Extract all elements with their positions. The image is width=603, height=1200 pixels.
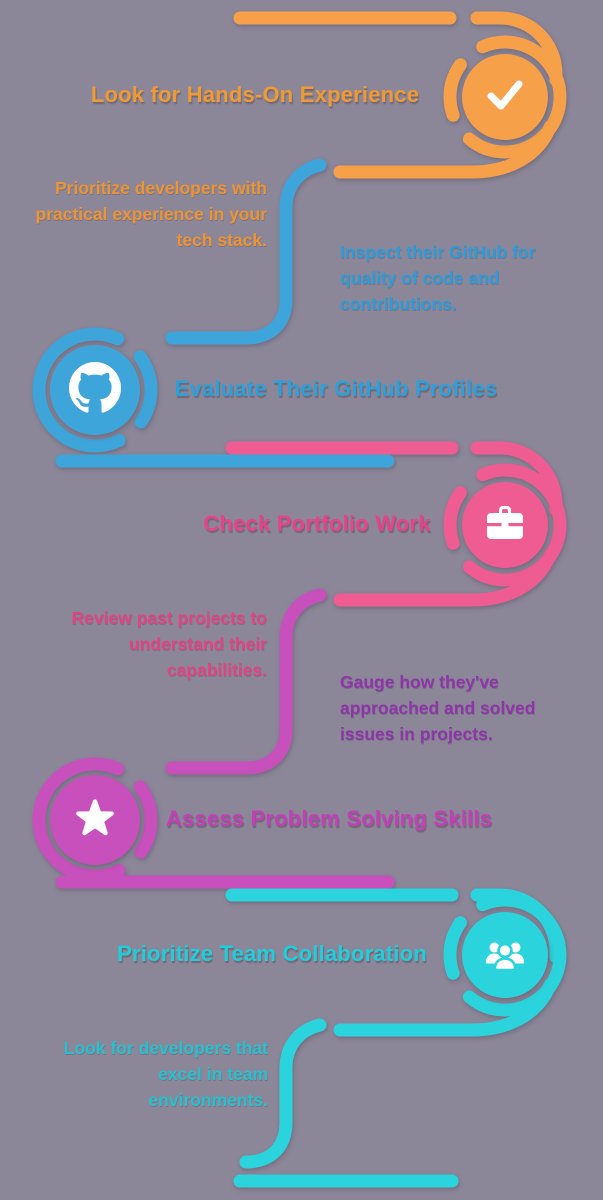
step-1-badge [462, 54, 548, 140]
step-4-badge [50, 775, 140, 865]
path-step-4 [32, 588, 395, 889]
step-1-description: Prioritize developers with practical exp… [35, 178, 268, 250]
step-4-description: Gauge how they've approached and solved … [340, 672, 536, 744]
step-2-description: Inspect their GitHub for quality of code… [340, 242, 536, 314]
step-5-badge [462, 912, 548, 998]
step-3-title: Check Portfolio Work [203, 511, 431, 536]
star-icon [70, 793, 120, 848]
people-icon [481, 929, 529, 982]
step-5-title: Prioritize Team Collaboration [117, 941, 427, 966]
step-2-title: Evaluate Their GitHub Profiles [174, 376, 498, 401]
check-icon [481, 71, 529, 124]
step-5-description: Look for developers that excel in team e… [63, 1038, 268, 1110]
path-step-5 [225, 888, 567, 1188]
path-step-3 [225, 441, 567, 607]
step-4-title: Assess Problem Solving Skills [165, 806, 493, 831]
path-step-1 [233, 11, 567, 179]
step-1-title: Look for Hands-On Experience [90, 82, 420, 107]
github-icon [69, 361, 121, 419]
step-2-badge [50, 345, 140, 435]
step-3-badge [462, 482, 548, 568]
step-3-description: Review past projects to understand their… [71, 608, 267, 680]
path-step-2 [32, 158, 395, 468]
briefcase-icon [481, 499, 529, 552]
